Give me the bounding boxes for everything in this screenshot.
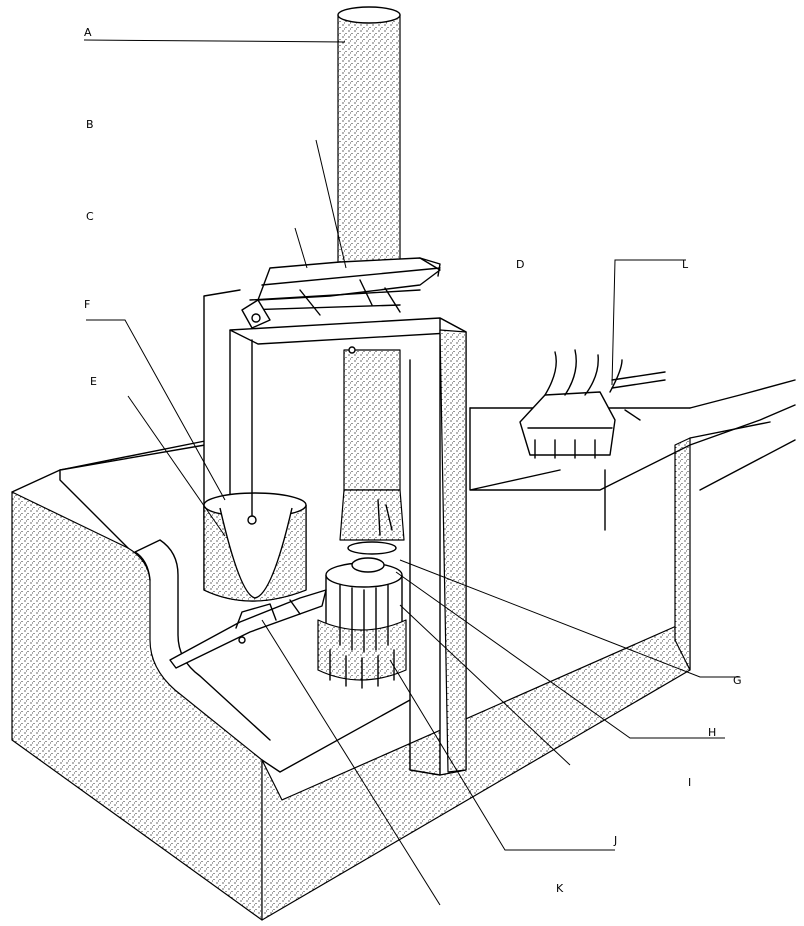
leader-c [294, 227, 308, 269]
leader-i [399, 604, 571, 766]
sump-basin [11, 379, 796, 921]
column-pipe [337, 6, 405, 541]
leader-e [86, 319, 226, 501]
label-a: A [84, 26, 92, 39]
label-g: G [733, 674, 742, 687]
label-j: J [613, 834, 617, 847]
leader-j [389, 659, 615, 851]
leader-g [399, 559, 740, 678]
left-wall [11, 491, 263, 921]
bell-mouth [339, 489, 405, 541]
right-wall [674, 437, 691, 671]
label-h: H [708, 726, 716, 739]
label-k: K [556, 882, 564, 895]
leader-b [315, 139, 347, 269]
label-i: I [688, 776, 691, 789]
outlet-edge [689, 421, 796, 491]
outlet-gate [519, 349, 666, 459]
leader-f [127, 395, 226, 537]
linkage-bar [169, 589, 327, 669]
lever-mechanism [241, 257, 441, 354]
leader-lines [83, 39, 740, 906]
label-f: F [84, 298, 90, 311]
float-body [219, 507, 293, 599]
leader-a [83, 39, 346, 43]
float-tank [203, 339, 307, 602]
leader-k [261, 619, 441, 906]
pump-housing [317, 541, 407, 689]
label-e: E [90, 375, 97, 388]
label-b: B [86, 118, 94, 131]
outlet-channel [469, 379, 796, 531]
upper-pipe [337, 14, 401, 269]
leader-h [395, 571, 725, 739]
label-c: C [86, 210, 94, 223]
label-l: L [682, 258, 689, 271]
lower-pipe [343, 349, 401, 491]
leader-l [611, 259, 686, 386]
label-d: D [516, 258, 524, 271]
letter-labels: A B C D E F G H I J K L [84, 26, 742, 895]
